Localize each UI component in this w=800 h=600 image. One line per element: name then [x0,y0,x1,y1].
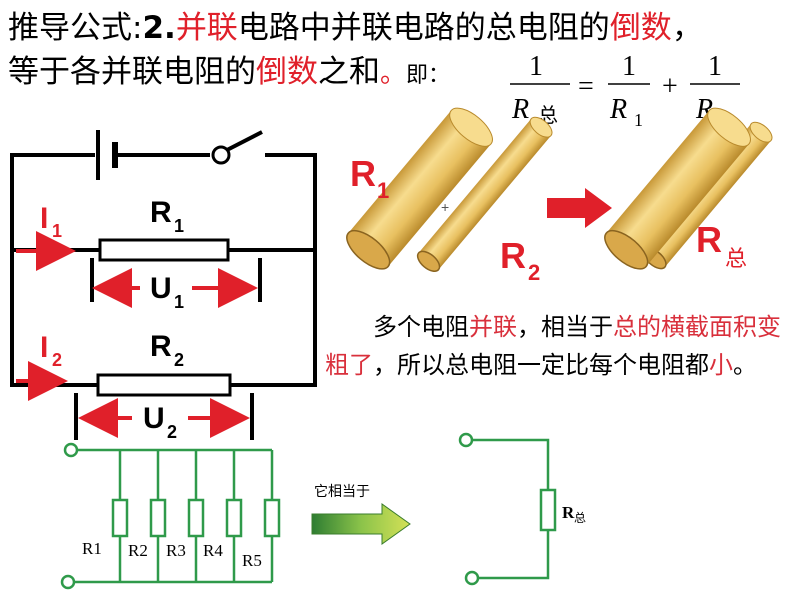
formula-r-total: R [511,94,529,125]
resistor-r1 [98,238,230,262]
thick-rod-combined [604,107,751,270]
formula-intro: 即： [406,63,451,88]
network-label-r1: R1 [82,539,102,558]
title-highlight: 并联 [175,10,238,46]
rod-label-r2-sub: 2 [528,260,540,285]
label-u1: U [150,272,172,305]
formula-numerator: 1 [622,51,636,82]
desc-text: 多个电阻 [373,313,469,341]
rod-label-rtotal-sub: 总 [725,247,747,272]
transform-arrow [547,188,612,228]
label-u2: U [143,402,165,435]
title-dot: 。 [380,59,407,89]
formula-sub-1: 1 [634,110,643,130]
desc-text: ，所以总电阻一定比每个电阻都 [373,351,709,379]
equiv-terminal-bottom [464,570,480,586]
rods-illustration: + R 1 R 2 R 总 [346,107,773,285]
desc-highlight: 总的横截面积变粗了 [325,313,781,379]
switch-contact [211,145,231,165]
title-line-1: 推导公式:2.并联电路中并联电路的总电阻的倒数， [8,6,798,50]
resistor-network [60,432,557,590]
label-i2: I [40,331,48,364]
network-resistor-r4 [225,498,243,538]
rod-label-rtotal: R [696,219,722,260]
network-labels: R1 R2 R3 R4 R5 R 总 [82,503,586,570]
circuit-labels: I 1 I 2 R 1 R 2 U 1 U 2 [40,196,184,442]
formula-plus: + [662,71,678,102]
equivalent-label: 它相当于 [314,483,370,500]
desc-highlight: 小 [709,351,733,379]
formula-numerator: 1 [708,51,722,82]
network-resistor-r5 [263,498,281,538]
title-text: 之和 [318,54,380,90]
title-text: 电路中并联电路的总电阻的 [237,10,610,46]
formula-equals: = [578,71,594,102]
explanation-text: 多个电阻并联，相当于总的横截面积变粗了，所以总电阻一定比每个电阻都小。 [325,308,795,384]
formula: 1 R 总 = 1 R 1 + 1 R 2 [510,51,740,130]
network-terminal-bottom [60,574,76,590]
equiv-wire-top [472,438,550,490]
rod-label-r1: R [350,153,376,194]
formula-r1: R [609,94,627,125]
equiv-resistor [539,488,557,532]
label-u2-sub: 2 [167,422,177,442]
thin-rod-r2 [416,116,553,272]
title-highlight: 倒数 [609,10,672,46]
network-label-r2: R2 [128,541,148,560]
label-i1-sub: 1 [52,221,62,241]
equiv-label-sub: 总 [574,511,586,525]
network-label-r3: R3 [166,541,186,560]
title-text: 推导公式: [8,10,143,46]
equivalent-arrow [311,503,411,545]
desc-highlight: 并联 [469,313,517,341]
label-u1-sub: 1 [174,292,184,312]
resistor-r2 [96,373,232,397]
desc-text: 。 [733,351,757,379]
rods-plus: + [441,199,449,215]
formula-numerator: 1 [529,51,543,82]
title-text: ， [671,10,703,46]
slide-title: 推导公式:2.并联电路中并联电路的总电阻的倒数， 等于各并联电阻的倒数之和。即： [8,6,798,98]
network-resistor-r3 [187,498,205,538]
label-i2-sub: 2 [52,350,62,370]
title-line-2: 等于各并联电阻的倒数之和。即： [8,50,798,98]
desc-text: ，相当于 [517,313,613,341]
equiv-wire-bottom [478,530,550,580]
label-i1: I [40,202,48,235]
network-label-r5: R5 [242,551,262,570]
title-text: 等于各并联电阻的 [8,54,256,90]
equiv-terminal-top [458,432,474,448]
network-label-r4: R4 [203,541,223,560]
rod-label-r1-sub: 1 [377,178,389,203]
title-highlight: 倒数 [256,54,318,90]
thick-rod-r1 [346,107,493,270]
network-resistor-r1 [111,498,129,538]
equiv-label-r: R [562,503,575,522]
label-r2-sub: 2 [174,350,184,370]
label-r1-sub: 1 [174,216,184,236]
circuit-arrows [16,231,258,438]
switch-lever [226,130,263,152]
label-r2: R [150,330,172,363]
title-number: 2. [142,10,176,46]
label-r1: R [150,196,172,229]
rod-label-r2: R [500,235,526,276]
network-resistor-r2 [149,498,167,538]
circuit-wire-right [230,153,317,387]
network-terminal-top [63,442,79,458]
